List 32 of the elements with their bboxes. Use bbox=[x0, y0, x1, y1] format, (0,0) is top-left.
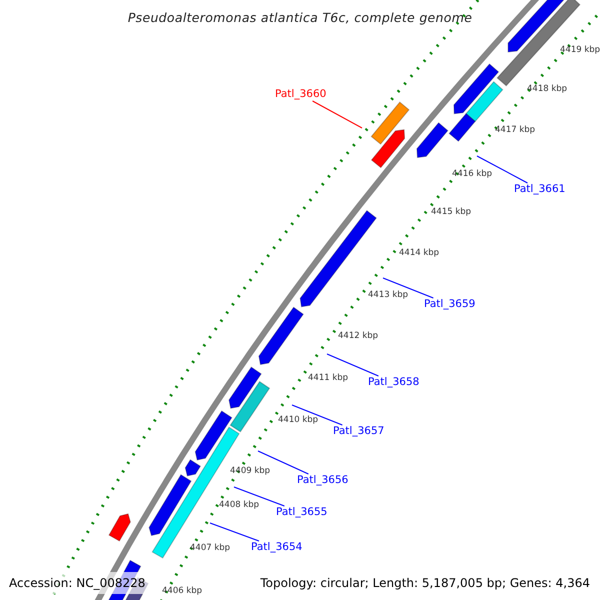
gene-label: Patl_3656 bbox=[297, 474, 348, 487]
genome-summary: Topology: circular; Length: 5,187,005 bp; Genes: 4,364 bbox=[260, 575, 590, 591]
scale-tick-label: 4417 kbp bbox=[495, 125, 536, 136]
gene-label: Patl_3659 bbox=[424, 298, 476, 311]
gene-label: Patl_3658 bbox=[368, 376, 420, 389]
scale-tick-label: 4419 kbp bbox=[560, 45, 600, 56]
scale-tick-label: 4412 kbp bbox=[338, 331, 378, 342]
scale-tick-label: 4415 kbp bbox=[431, 207, 472, 218]
leader-line bbox=[382, 278, 434, 298]
gene-label: Patl_3661 bbox=[514, 183, 566, 196]
scale-tick-label: 4413 kbp bbox=[368, 290, 408, 301]
diagram-title: Pseudoalteromonas atlantica T6c, complete genome bbox=[126, 9, 474, 27]
leader-line bbox=[210, 522, 260, 542]
gene-label: Patl_3657 bbox=[333, 425, 384, 438]
scale-tick-label: 4410 kbp bbox=[278, 415, 318, 426]
leader-line bbox=[292, 404, 343, 426]
leader-line bbox=[258, 450, 309, 474]
gene-label: Patl_3654 bbox=[251, 541, 302, 554]
gene-label: Patl_3660 bbox=[275, 88, 326, 101]
gene-label: Patl_3655 bbox=[276, 506, 328, 519]
leader-line bbox=[234, 486, 285, 506]
scale-tick-label: 4409 kbp bbox=[230, 466, 270, 477]
scale-tick-label: 4416 kbp bbox=[452, 169, 492, 180]
leader-line bbox=[476, 156, 528, 184]
leader-line bbox=[312, 100, 362, 128]
leader-line bbox=[326, 354, 379, 376]
scale-tick-label: 4411 kbp bbox=[308, 373, 348, 384]
scale-tick-label: 4418 kbp bbox=[527, 84, 568, 95]
scale-tick-label: 4408 kbp bbox=[219, 500, 260, 511]
scale-tick-label: 4414 kbp bbox=[399, 248, 440, 259]
scale-tick-label: 4406 kbp bbox=[162, 586, 202, 597]
scale-tick-label: 4407 kbp bbox=[190, 543, 230, 554]
